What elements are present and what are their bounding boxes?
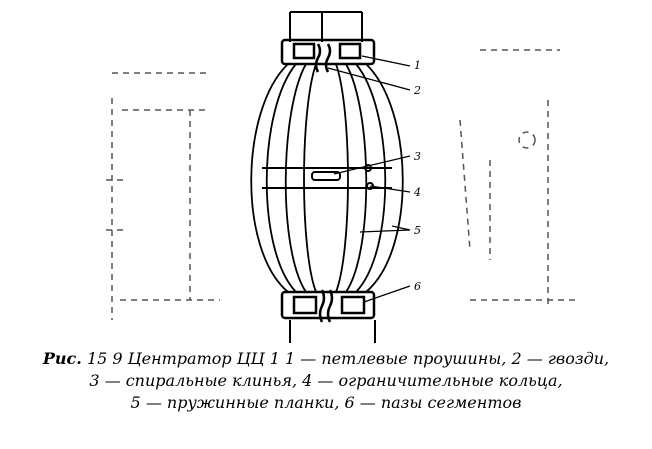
top-segment <box>280 38 376 73</box>
figure-caption-line-3: 5 — пружинные планки, 6 — пазы сегментов <box>130 393 522 412</box>
bottom-segment <box>280 289 376 323</box>
figure-caption-text-1: Центратор ЦЦ 1 1 — петлевые проушины, 2 … <box>127 349 610 368</box>
callout-1: 1 <box>414 59 421 72</box>
callout-6: 6 <box>414 280 421 293</box>
figure-number: 15 9 <box>86 349 123 368</box>
spring-planks <box>250 63 404 293</box>
limiting-ring <box>262 164 392 190</box>
figure-caption-prefix: Рис. <box>42 349 82 368</box>
callout-leaders <box>327 55 411 303</box>
background-dashed-outline-right <box>459 49 580 305</box>
callout-4: 4 <box>413 186 421 199</box>
callout-3: 3 <box>414 150 421 163</box>
callout-2: 2 <box>413 84 421 97</box>
callout-5: 5 <box>414 224 421 237</box>
figure-caption-line-2: 3 — спиральные клинья, 4 — ограничительн… <box>89 371 563 390</box>
pipe <box>289 11 376 343</box>
callout-labels: 1 2 3 4 5 6 <box>413 59 421 293</box>
figure-caption-line-1: Рис. 15 9 Центратор ЦЦ 1 1 — петлевые пр… <box>0 349 652 368</box>
background-dashed-outline-left <box>106 72 220 320</box>
